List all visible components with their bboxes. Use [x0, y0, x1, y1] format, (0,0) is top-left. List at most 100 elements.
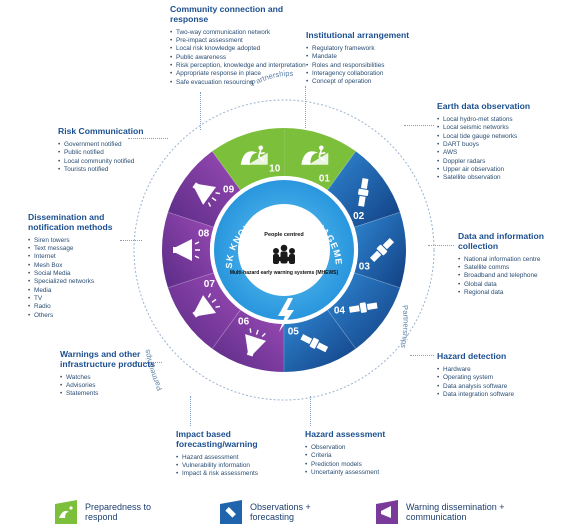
list-item: Operating system: [437, 374, 562, 383]
list-item: Doppler radars: [437, 158, 562, 167]
people-icon: [273, 244, 295, 264]
legend-item-observations: Observations + forecasting: [220, 498, 345, 526]
list-item: Global data: [458, 281, 563, 290]
leader-line: [130, 362, 162, 363]
list-item: Tourists notified: [58, 166, 158, 175]
list-item: Watches: [60, 374, 160, 383]
segment-05: [284, 309, 356, 372]
block-list: Siren towersText messageInternetMesh Box…: [28, 237, 123, 321]
center-label-top: People centred: [264, 232, 303, 238]
block-impact-forecasting: Impact based forecasting/warning Hazard …: [176, 429, 296, 479]
megaphone-icon: [173, 239, 200, 261]
segment-number: 08: [198, 229, 210, 240]
list-item: Safe evacuation resourcing: [170, 79, 300, 88]
wave-runner-icon: [301, 145, 329, 165]
leader-line: [128, 138, 168, 139]
list-item: Risk perception, knowledge and interpret…: [170, 62, 306, 71]
segment-divider: [354, 211, 401, 228]
list-item: Concept of operation: [306, 78, 436, 87]
list-item: Interagency collaboration: [306, 70, 436, 79]
block-earth-observation: Earth data observation Local hydro-met s…: [437, 101, 562, 183]
partnerships-ring: [133, 99, 435, 401]
list-item: Text message: [28, 245, 123, 254]
segment-number: 09: [223, 185, 235, 196]
leader-line: [404, 125, 434, 126]
list-item: Public awareness: [170, 54, 300, 63]
block-title: Dissemination and notification methods: [28, 212, 113, 232]
block-list: WatchesAdvisoriesStatements: [60, 374, 160, 399]
segment-divider: [211, 309, 241, 349]
list-item: Local hydro-met stations: [437, 116, 562, 125]
list-item: Criteria: [305, 452, 425, 461]
block-list: ObservationCriteriaPrediction modelsUnce…: [305, 444, 425, 478]
list-item: Siren towers: [28, 237, 123, 246]
segment-divider: [327, 309, 357, 349]
segment-number: 06: [238, 316, 250, 327]
list-item: Public notified: [58, 149, 158, 158]
block-hazard-assessment: Hazard assessment ObservationCriteriaPre…: [305, 429, 425, 478]
block-title: Risk Communication: [58, 126, 144, 136]
list-item: Local tide gauge networks: [437, 133, 562, 142]
list-item: National information centre: [458, 256, 563, 265]
list-item: Specialized networks: [28, 278, 123, 287]
block-hazard-detection: Hazard detection HardwareOperating syste…: [437, 351, 562, 399]
megaphone-icon: [192, 182, 221, 207]
list-item: Data analysis software: [437, 383, 562, 392]
block-list: Hazard assessmentVulnerability informati…: [176, 454, 296, 479]
legend-label: Warning dissemination + communication: [406, 501, 505, 522]
segment-divider: [167, 211, 214, 228]
segment-divider: [211, 151, 241, 191]
list-item: Mandate: [306, 53, 436, 62]
list-item: Uncertainty assessment: [305, 469, 425, 478]
block-warnings: Warnings and other infrastructure produc…: [60, 349, 160, 399]
list-item: Others: [28, 312, 123, 321]
block-title: Impact based forecasting/warning: [176, 429, 258, 449]
megaphone-icon: [192, 293, 221, 318]
block-title: Earth data observation: [437, 101, 531, 111]
block-community: Community connection and response Two-wa…: [170, 4, 306, 88]
block-title: Hazard detection: [437, 351, 507, 361]
leader-line: [120, 240, 142, 241]
segment-number: 07: [204, 279, 216, 290]
block-dissemination: Dissemination and notification methods S…: [28, 212, 123, 321]
list-item: Satellite comms: [458, 264, 563, 273]
block-list: Regulatory frameworkMandateRoles and res…: [306, 45, 436, 87]
wave-runner-icon: [240, 145, 268, 165]
lightning-icon: [278, 298, 294, 332]
block-institutional: Institutional arrangement Regulatory fra…: [306, 30, 436, 87]
block-list: Two-way communication networkPre-impact …: [170, 29, 306, 88]
list-item: Local community notified: [58, 158, 158, 167]
satellite-icon: [348, 302, 378, 313]
list-item: Local risk knowledge adopted: [170, 45, 300, 54]
leader-line: [190, 396, 191, 426]
segment-divider: [327, 151, 357, 191]
list-item: Prediction models: [305, 461, 425, 470]
segment-02: [327, 151, 401, 228]
partnerships-label-right: Partnerships: [399, 305, 411, 349]
list-item: DART buoys: [437, 141, 562, 150]
list-item: Vulnerability information: [176, 462, 296, 471]
segment-number: 04: [334, 305, 346, 316]
satellite-icon: [300, 334, 329, 353]
list-item: Media: [28, 287, 123, 296]
list-item: Hazard assessment: [176, 454, 296, 463]
list-item: Impact & risk assessments: [176, 470, 296, 479]
leader-line: [428, 245, 454, 246]
segment-divider: [167, 272, 214, 289]
satellite-icon: [220, 500, 242, 524]
list-item: Statements: [60, 390, 160, 399]
list-item: Hardware: [437, 366, 562, 375]
list-item: Regional data: [458, 289, 563, 298]
segment-number: 02: [353, 211, 365, 222]
list-item: Advisories: [60, 382, 160, 391]
block-title: Institutional arrangement: [306, 30, 410, 40]
segment-number: 03: [359, 261, 371, 272]
legend-item-preparedness: Preparedness to respond: [55, 498, 175, 526]
block-title: Warnings and other infrastructure produc…: [60, 349, 156, 369]
leader-line: [200, 92, 201, 130]
megaphone-icon: [245, 328, 267, 357]
leader-line: [410, 355, 434, 356]
list-item: Social Media: [28, 270, 123, 279]
list-item: Government notified: [58, 141, 158, 150]
block-list: Government notifiedPublic notifiedLocal …: [58, 141, 158, 175]
